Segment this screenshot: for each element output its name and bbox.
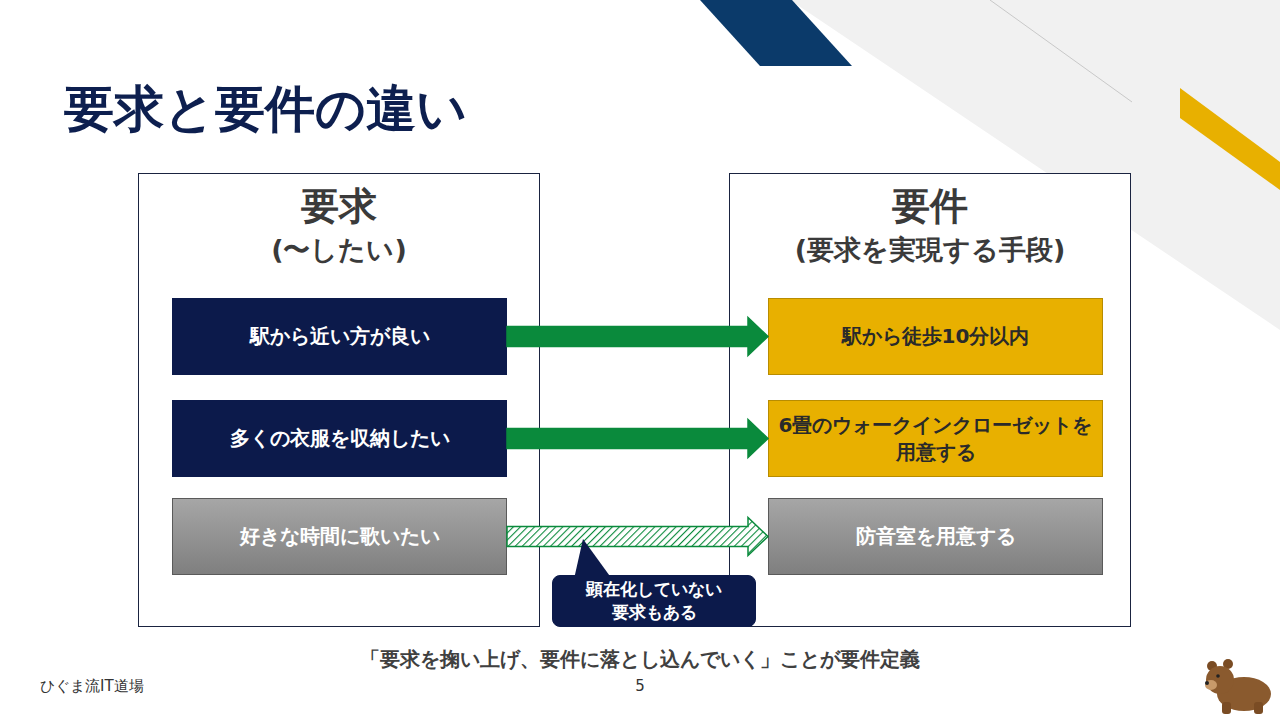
- request-box: 多くの衣服を収納したい: [172, 400, 507, 477]
- requirement-box: 6畳のウォークインクローゼットを 用意する: [768, 400, 1103, 477]
- box-text-holder: 多くの衣服を収納したい: [173, 401, 506, 476]
- box-text: 多くの衣服を収納したい: [230, 425, 450, 452]
- requirement-box: 駅から徒歩10分以内: [768, 298, 1103, 375]
- requirement-box: 防音室を用意する: [768, 498, 1103, 575]
- box-text-holder: 6畳のウォークインクローゼットを 用意する: [769, 401, 1102, 476]
- box-text: 駅から徒歩10分以内: [842, 323, 1030, 350]
- thin-line: [990, 0, 1132, 102]
- box-text-holder: 好きな時間に歌いたい: [173, 499, 506, 574]
- navy-stripe: [700, 0, 852, 66]
- panel-box: 要求(〜したい) 駅から近い方が良い多くの衣服を収納したい好きな時間に歌いたい: [138, 173, 540, 627]
- box-text: 駅から近い方が良い: [250, 323, 430, 350]
- yellow-stripe: [1180, 88, 1280, 190]
- panel-title: 要件: [730, 184, 1130, 230]
- panel-box: 要件(要求を実現する手段) 駅から徒歩10分以内 6畳のウォークインクローゼットを …: [729, 173, 1131, 627]
- request-box: 駅から近い方が良い: [172, 298, 507, 375]
- box-text: 顕在化していない 要求もある: [559, 578, 749, 624]
- box-text-holder: 駅から徒歩10分以内: [769, 299, 1102, 374]
- page-number: 5: [600, 677, 680, 695]
- request-box: 好きな時間に歌いたい: [172, 498, 507, 575]
- box-text: 防音室を用意する: [856, 523, 1016, 550]
- callout-box: 顕在化していない 要求もある: [552, 575, 756, 627]
- callout-pointer: [574, 539, 612, 579]
- box-text-holder: 駅から近い方が良い: [173, 299, 506, 374]
- box-text: 6畳のウォークインクローゼットを 用意する: [775, 412, 1096, 466]
- bear-illustration: [1205, 659, 1271, 714]
- panel-title: 要求: [139, 184, 539, 230]
- box-text-holder: 顕在化していない 要求もある: [553, 576, 755, 626]
- box-text-holder: 防音室を用意する: [769, 499, 1102, 574]
- panel-heading: 要件(要求を実現する手段): [730, 184, 1130, 270]
- footer-label: ひぐま流IT道場: [40, 677, 240, 696]
- panel-heading: 要求(〜したい): [139, 184, 539, 270]
- slide-title: 要求と要件の違い: [64, 76, 467, 143]
- box-text: 好きな時間に歌いたい: [240, 523, 440, 550]
- caption-text: 「要求を掬い上げ、要件に落とし込んでいく」ことが要件定義: [0, 646, 1280, 673]
- panel-subtitle: (要求を実現する手段): [730, 230, 1130, 271]
- panel-subtitle: (〜したい): [139, 230, 539, 271]
